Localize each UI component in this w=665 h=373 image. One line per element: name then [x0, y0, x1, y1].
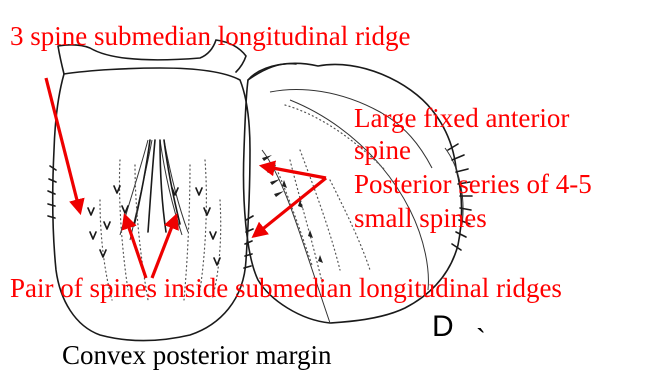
label-anterior-spine-line2: spine	[354, 135, 411, 165]
arrow-posterior-spines	[254, 178, 326, 236]
arrow-pair-right	[152, 216, 176, 278]
label-posterior-spines-line2: small spines	[354, 203, 487, 233]
stray-mark: `	[476, 324, 486, 357]
label-3-spine-ridge: 3 spine submedian longitudinal ridge	[10, 21, 410, 51]
label-posterior-spines-line1: Posterior series of 4-5	[354, 169, 592, 199]
label-anterior-spine-line1: Large fixed anterior	[354, 103, 569, 133]
caption-posterior-margin: Convex posterior margin	[62, 340, 332, 370]
annotation-arrows	[46, 78, 326, 278]
panel-letter: D	[432, 310, 454, 343]
label-pair-of-spines: Pair of spines inside submedian longitud…	[10, 273, 562, 303]
arrow-pair-left	[125, 216, 146, 278]
